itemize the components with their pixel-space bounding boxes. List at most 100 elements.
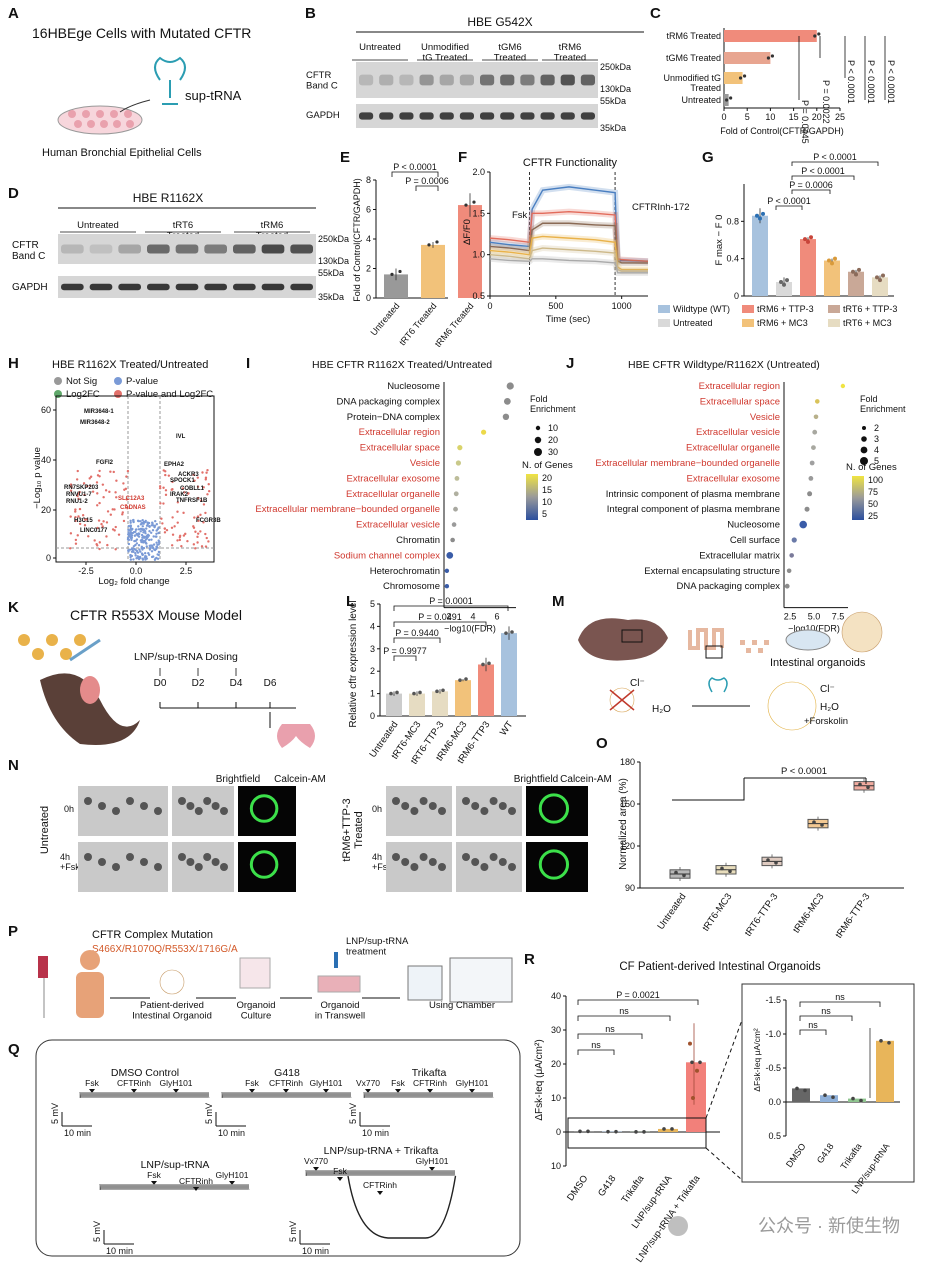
legend-swatch [742,319,754,327]
data-point [670,1127,674,1131]
gene-dot [158,485,162,488]
gene-dot [154,519,157,523]
iv-bag-icon [38,956,48,978]
scale-label: 5 mV [348,1103,358,1124]
annotation: Fsk [512,210,528,221]
data-point [831,1095,835,1099]
condition-label: Untreated [39,806,51,854]
gene-dot [157,539,160,542]
arrow-icon [119,99,151,113]
legend-label: tRM6 + TTP-3 [757,304,814,314]
gene-dot [173,525,176,528]
bar-tRM6 + TTP-3 [800,239,816,296]
data-point [875,275,879,280]
marker-arrow [131,1089,137,1093]
panel-letter-M: M [552,593,565,610]
data-point [487,661,491,666]
gene-dot [114,548,117,551]
blot-band [359,112,374,120]
trna-icon [154,56,186,105]
blot-band [399,74,414,86]
gene-dot [154,535,157,538]
gene-dot [182,511,185,515]
legend-label: Log2FC [66,389,100,400]
gene-dot [142,522,145,525]
gene-dot [196,535,199,539]
organoid [462,797,470,805]
time-label: 4h+Fsk [60,852,80,872]
organoid-icon [609,687,635,713]
marker-arrow [429,1167,435,1171]
gene-dot [130,538,133,542]
enrichment-dot [808,476,814,481]
data-point [441,688,445,693]
go-term: Heterochromatin [370,566,440,577]
blot-band [459,112,474,120]
gene-dot [88,477,91,480]
data-point [606,1129,610,1134]
panel-letter-E: E [340,149,350,166]
legend-dot [114,390,122,398]
data-point [695,1068,699,1073]
gene-dot [117,533,121,536]
axis-label: ΔFsk-Ieq (μA/cm²) [534,1039,545,1120]
data-point [809,235,813,240]
data-point [857,267,861,272]
go-term: Extracellular vesicle [696,427,780,438]
gene-dot [101,525,104,528]
axis-label: Normalized area (%) [618,778,629,870]
gene-dot [106,510,110,513]
axis-label: Time (sec) [546,314,591,325]
gene-dot [182,534,186,537]
bar-tRT6-MC3 [409,693,425,716]
legend-label: tRT6 + MC3 [843,318,892,328]
gene-dot [124,504,127,507]
panel-i-title: HBE CFTR R1162X Treated/Untreated [312,359,492,371]
category-label: tRT6-TTP-3 [743,891,781,938]
significance-bracket [391,171,439,177]
gene-label: H3C15 [74,518,93,524]
tick-label: 60 [41,405,51,415]
tick-label: 0 [721,112,726,122]
marker-arrow [313,1167,319,1171]
gene-dot [155,546,159,549]
gene-dot [122,482,125,485]
gene-dot [109,470,112,473]
blot-band [439,74,454,86]
gene-dot [134,539,137,543]
organoid-label: Intestinal organoids [770,657,866,669]
pvalue-label: P = 0.0022 [821,80,831,124]
gene-dot [150,538,153,541]
organoid [154,863,162,871]
tick-label: -1.5 [765,995,781,1005]
go-term: Vesicle [410,458,440,469]
legend-label: 20 [542,473,552,483]
enrichment-dot [786,568,792,574]
gene-dot [155,532,158,535]
gene-dot [159,502,162,505]
gene-dot [136,551,140,554]
gene-dot [76,492,80,495]
data-point [427,243,431,247]
blot-band [290,244,313,254]
data-point [691,1096,695,1100]
go-term: Extracellular membrane−bounded organelle [255,504,440,515]
gene-dot [138,555,142,559]
legend-label: 50 [868,499,878,509]
data-point [803,237,807,242]
data-point [418,690,422,695]
gene-dot [69,547,72,550]
data-point [412,691,416,696]
bar-tGM6 Treated [724,52,771,64]
marker-label: GlyH101 [159,1078,192,1088]
trace-title: LNP/sup-tRNA [141,1159,210,1171]
scale-label: 10 min [362,1128,389,1138]
category-label: tRM6-TTP-3 [833,891,872,940]
lnp-icon [32,648,44,660]
gene-dot [142,536,146,539]
gene-label: LINC0177 [80,528,108,534]
marker-label: Vx770 [304,1156,328,1166]
data-point [614,1129,618,1134]
